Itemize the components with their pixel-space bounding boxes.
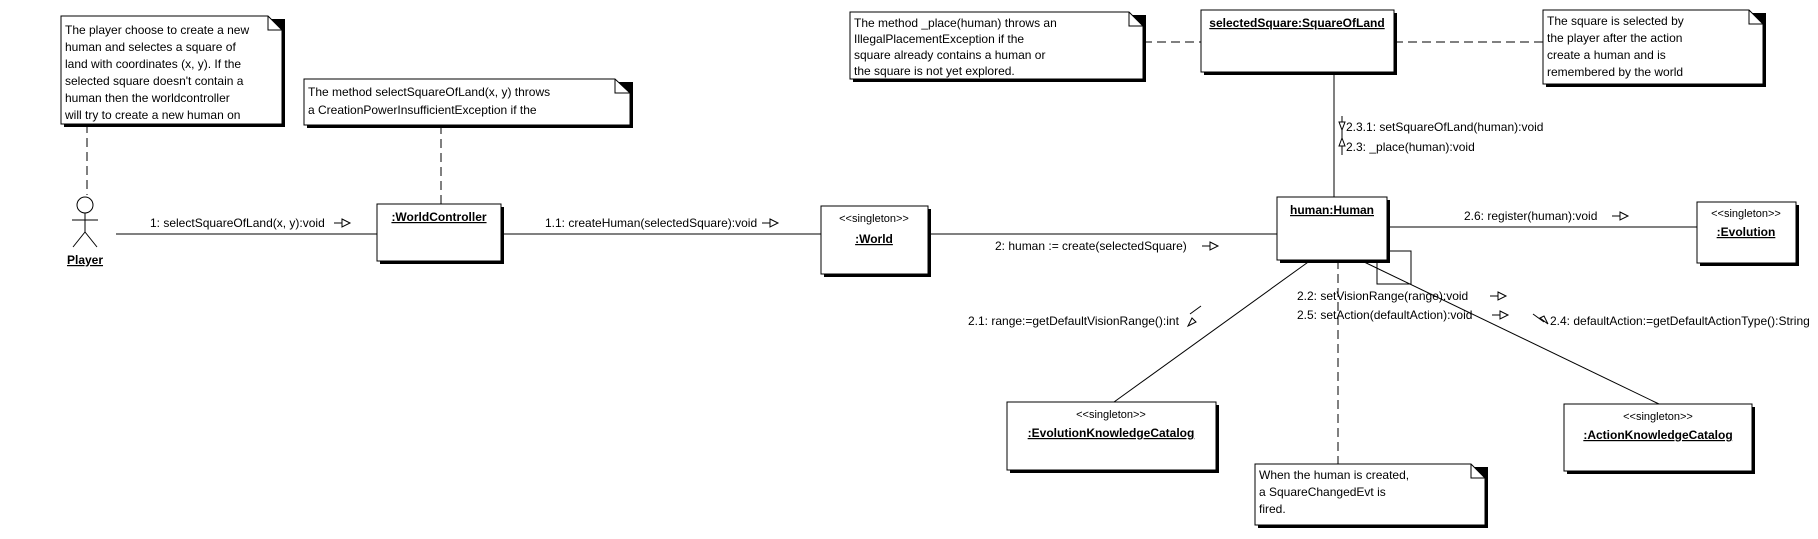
note-line: human and selectes a square of (65, 40, 236, 54)
self-link-human (1376, 250, 1412, 285)
actor-player[interactable]: Player (67, 196, 103, 267)
object-world[interactable]: <<singleton>> :World (820, 205, 931, 277)
object-name: :World (855, 232, 893, 246)
note-line: human then the worldcontroller (65, 91, 230, 105)
note-place: The method _place(human) throws an Illeg… (849, 11, 1146, 82)
message-label: 2.3: _place(human):void (1346, 140, 1475, 154)
object-evolution-knowledge-catalog[interactable]: <<singleton>> :EvolutionKnowledgeCatalog (1006, 401, 1219, 473)
arrow-right-icon (1490, 291, 1508, 301)
object-name: selectedSquare:SquareOfLand (1209, 16, 1384, 30)
link-human-evo-catalog (1113, 259, 1312, 403)
arrow-right-icon (1492, 310, 1510, 320)
note-line: the square is not yet explored. (854, 64, 1015, 78)
stick-figure-icon (72, 196, 98, 248)
object-name: human:Human (1290, 203, 1374, 217)
message-label: 2.2: setVisionRange(range):void (1297, 289, 1468, 303)
note-line: a CreationPowerInsufficientException if … (308, 103, 537, 117)
note-line: IllegalPlacementException if the (854, 32, 1024, 46)
message-label: 2.4: defaultAction:=getDefaultActionType… (1550, 314, 1810, 328)
message-label: 2: human := create(selectedSquare) (995, 239, 1187, 253)
arrow-right-icon (1202, 241, 1220, 251)
note-line: remembered by the world (1547, 65, 1683, 79)
note-line: create a human and is (1547, 48, 1666, 62)
stereotype: <<singleton>> (1711, 208, 1781, 220)
arrow-right-icon (1612, 211, 1630, 221)
note-line: When the human is created, (1259, 468, 1409, 482)
message-label: 2.3.1: setSquareOfLand(human):void (1346, 120, 1543, 134)
note-line: land with coordinates (x, y). If the (65, 57, 241, 71)
object-name: :WorldController (391, 210, 486, 224)
note-event: When the human is created, a SquareChang… (1254, 463, 1488, 528)
stereotype: <<singleton>> (839, 213, 909, 225)
note-line: square already contains a human or (854, 48, 1045, 62)
message-label: 2.5: setAction(defaultAction):void (1297, 308, 1472, 322)
message-label: 1.1: createHuman(selectedSquare):void (545, 216, 757, 230)
arrow-diagonal-icon (1532, 313, 1549, 325)
object-action-knowledge-catalog[interactable]: <<singleton>> :ActionKnowledgeCatalog (1563, 403, 1755, 474)
note-square: The square is selected by the player aft… (1542, 9, 1766, 87)
message-label: 2.6: register(human):void (1464, 209, 1597, 223)
note-player: The player choose to create a new human … (60, 15, 285, 127)
object-selected-square[interactable]: selectedSquare:SquareOfLand (1200, 9, 1397, 75)
note-line: The square is selected by (1547, 14, 1684, 28)
note-line: The method _place(human) throws an (854, 16, 1057, 30)
object-name: :EvolutionKnowledgeCatalog (1028, 426, 1195, 440)
message-label: 1: selectSquareOfLand(x, y):void (150, 216, 325, 230)
note-line: The method selectSquareOfLand(x, y) thro… (308, 85, 550, 99)
note-line: a SquareChangedEvt is (1259, 485, 1386, 499)
note-line: selected square doesn't contain a (65, 74, 244, 88)
arrow-up-down-icon (1338, 116, 1346, 155)
stereotype: <<singleton>> (1076, 409, 1146, 421)
note-line: The player choose to create a new (65, 23, 249, 37)
object-evolution[interactable]: <<singleton>> :Evolution (1696, 201, 1799, 266)
message-label: 2.1: range:=getDefaultVisionRange():int (968, 314, 1180, 328)
object-name: :ActionKnowledgeCatalog (1583, 428, 1732, 442)
note-line: the player after the action (1547, 31, 1682, 45)
link-human-action-catalog (1359, 259, 1660, 405)
arrow-right-icon (334, 218, 352, 228)
note-line: will try to create a new human on (64, 108, 240, 122)
arrow-right-icon (762, 218, 780, 228)
arrow-diagonal-icon (1186, 305, 1202, 328)
actor-label: Player (67, 253, 103, 267)
object-name: :Evolution (1717, 225, 1776, 239)
note-controller: The method selectSquareOfLand(x, y) thro… (303, 78, 633, 128)
stereotype: <<singleton>> (1623, 411, 1693, 423)
note-line: fired. (1259, 502, 1286, 516)
object-world-controller[interactable]: :WorldController (376, 203, 504, 264)
object-human[interactable]: human:Human (1276, 196, 1390, 263)
